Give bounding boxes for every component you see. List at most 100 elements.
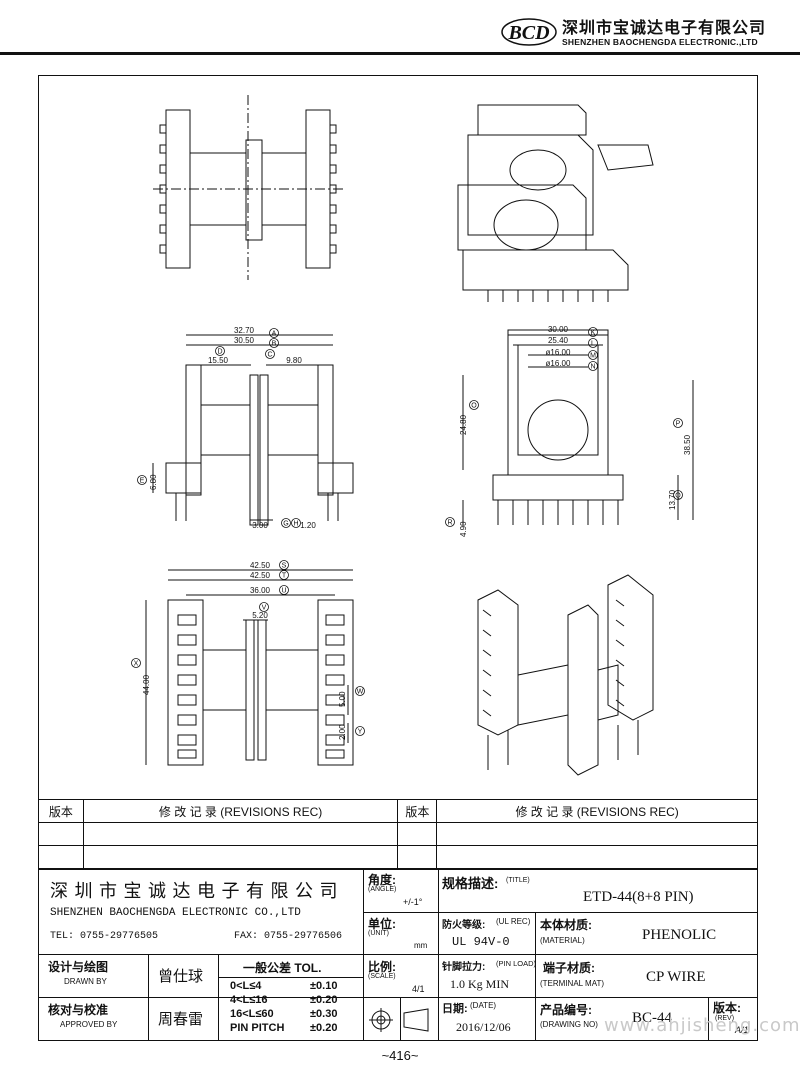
rev-cell xyxy=(38,822,84,846)
balloon-label: G xyxy=(283,521,288,528)
isometric-view-bottom xyxy=(477,574,654,776)
dim-K: 30.00 xyxy=(548,325,569,334)
dim-A: 32.70 xyxy=(234,326,255,335)
rev-cell xyxy=(397,822,438,846)
revisions-table: 版本 修 改 记 录 (REVISIONS REC) 版本 修 改 记 录 (R… xyxy=(38,799,758,869)
balloon-s xyxy=(279,560,289,570)
tb-title-en: (TITLE) xyxy=(506,877,530,884)
balloon-label: R xyxy=(447,520,452,527)
tb-rev-en: (REV) xyxy=(715,1015,735,1022)
dim-S: 42.50 xyxy=(250,561,271,570)
tb-pinload-label: 针脚拉力: xyxy=(442,962,486,973)
balloon-w xyxy=(355,686,365,696)
dim-R: 4.90 xyxy=(459,521,468,537)
tb-date-value: 2016/12/06 xyxy=(456,1020,511,1034)
rev-left-title: 修 改 记 录 (REVISIONS REC) xyxy=(82,799,399,823)
tb-terminal-label: 端子材质: xyxy=(543,961,595,975)
balloon-e xyxy=(137,475,147,485)
tb-company-en: SHENZHEN BAOCHENGDA ELECTRONIC CO.,LTD xyxy=(50,907,301,919)
tb-ul-en: (UL REC) xyxy=(496,917,531,926)
tb-scale-label: 比例: xyxy=(368,960,396,974)
tb-terminal-en: (TERMINAL MAT) xyxy=(540,979,604,988)
dim-B: 30.50 xyxy=(234,336,255,345)
tolerance-range: 4<L≤16 xyxy=(230,994,268,1006)
page-number: ~416~ xyxy=(381,1048,419,1063)
balloon-label: A xyxy=(272,331,277,338)
tb-date-label: 日期: xyxy=(442,1003,468,1015)
tb-pinload-en: (PIN LOAD) xyxy=(496,959,537,968)
balloon-label: P xyxy=(676,421,681,428)
rev-cell xyxy=(82,845,399,869)
tb-drawingno-label: 产品编号: xyxy=(540,1003,592,1017)
logo-text: BCD xyxy=(507,22,549,44)
tolerance-value: ±0.30 xyxy=(310,1008,338,1020)
tb-approved-en: APPROVED BY xyxy=(60,1020,118,1029)
dim-Q: 13.70 xyxy=(668,489,677,510)
rev-right-title: 修 改 记 录 (REVISIONS REC) xyxy=(436,799,758,823)
bottom-view xyxy=(145,569,354,766)
dim-D: 15.50 xyxy=(208,356,229,365)
dim-E: 6.80 xyxy=(149,474,158,490)
balloon-label: V xyxy=(262,605,267,612)
tb-ul-label: 防火等级: xyxy=(442,920,486,931)
tolerance-value: ±0.10 xyxy=(310,980,338,992)
dim-T: 42.50 xyxy=(250,571,271,580)
dim-O: 24.80 xyxy=(459,414,468,435)
tb-date-en: (DATE) xyxy=(470,1001,497,1010)
balloon-label: E xyxy=(140,478,145,485)
dim-Y: 2.00 xyxy=(338,724,347,740)
watermark: www.ahjisheng.com xyxy=(604,1015,800,1036)
balloon-g xyxy=(281,518,291,528)
tb-material-value: PHENOLIC xyxy=(642,927,717,943)
tb-unit-value: mm xyxy=(414,941,428,950)
dim-W: 5.00 xyxy=(338,691,347,707)
tb-scale-en: (SCALE) xyxy=(368,973,396,980)
tb-tel: TEL: 0755-29776505 xyxy=(50,931,159,942)
rev-cell xyxy=(436,822,758,846)
header-rule xyxy=(0,52,800,55)
dim-X: 44.00 xyxy=(142,674,151,695)
rev-cell xyxy=(397,845,438,869)
balloon-label: T xyxy=(282,573,287,580)
tolerance-range: 0<L≤4 xyxy=(230,980,262,992)
header-company-en: SHENZHEN BAOCHENGDA ELECTRONIC.,LTD xyxy=(562,37,758,47)
balloon-n xyxy=(588,361,598,371)
dim-V: 5.20 xyxy=(252,611,268,620)
dim-P: 38.50 xyxy=(683,434,692,455)
tb-drawn-label: 设计与绘图 xyxy=(48,960,109,974)
balloon-y xyxy=(355,726,365,736)
balloon-label: Q xyxy=(675,493,681,500)
tb-pinload-value: 1.0 Kg MIN xyxy=(450,977,509,991)
balloon-label: S xyxy=(282,563,287,570)
tb-angle-value: +/-1° xyxy=(403,897,423,907)
tb-rev-label: 版本: xyxy=(713,1001,741,1015)
dim-G: 3.00 xyxy=(252,521,268,530)
tb-approved-label: 核对与校准 xyxy=(48,1003,109,1017)
balloon-label: U xyxy=(281,588,286,595)
isometric-view xyxy=(457,104,654,302)
front-view xyxy=(462,329,694,525)
tb-ul-value: UL 94V-0 xyxy=(452,935,510,949)
tb-title-label: 规格描述: xyxy=(442,876,499,891)
balloon-label: D xyxy=(217,349,222,356)
rev-cell xyxy=(436,845,758,869)
balloon-x xyxy=(131,658,141,668)
title-block: 深 圳 市 宝 诚 达 电 子 有 限 公 司 SHENZHEN BAOCHEN… xyxy=(38,869,758,1041)
tb-rev-value: A/1 xyxy=(735,1025,749,1035)
tb-unit-label: 单位: xyxy=(368,917,396,931)
dim-C: 9.80 xyxy=(286,356,302,365)
balloon-c xyxy=(265,349,275,359)
tb-company-cn: 深 圳 市 宝 诚 达 电 子 有 限 公 司 xyxy=(50,881,339,901)
tb-tolerance-title: 一般公差 TOL. xyxy=(243,961,322,975)
tb-unit-en: (UNIT) xyxy=(368,930,389,937)
tb-fax: FAX: 0755-29776506 xyxy=(234,931,343,942)
company-logo: BCD xyxy=(501,18,557,46)
balloon-u xyxy=(279,585,289,595)
tolerance-value: ±0.20 xyxy=(310,1022,338,1034)
balloon-r xyxy=(445,517,455,527)
balloon-label: Y xyxy=(358,729,363,736)
balloon-l xyxy=(588,338,598,348)
balloon-q xyxy=(673,490,683,500)
balloon-d xyxy=(215,346,225,356)
